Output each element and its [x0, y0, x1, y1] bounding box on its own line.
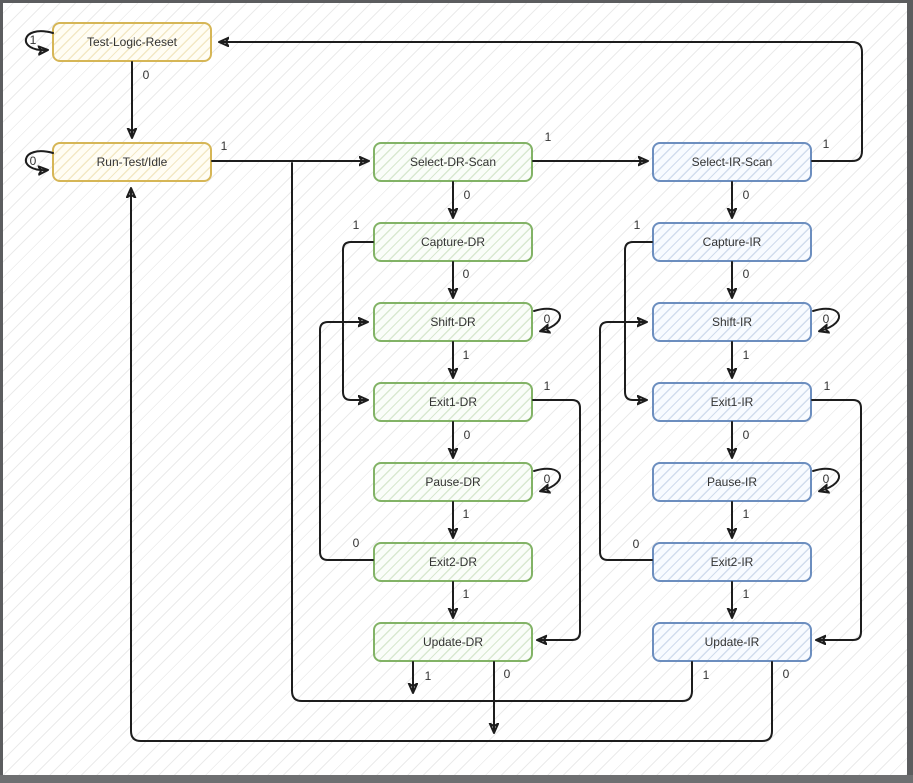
tms-label: 0 — [782, 667, 790, 681]
state-select-ir-scan[interactable]: Select-IR-Scan — [652, 142, 812, 182]
tms-label: 1 — [352, 218, 360, 232]
window-border-right — [907, 0, 913, 783]
tms-label: 1 — [742, 348, 750, 362]
window-border-left — [0, 0, 3, 783]
state-exit1-ir[interactable]: Exit1-IR — [652, 382, 812, 422]
state-label: Pause-DR — [425, 475, 481, 489]
tms-label: 0 — [463, 428, 471, 442]
state-label: Run-Test/Idle — [96, 155, 168, 169]
state-exit2-ir[interactable]: Exit2-IR — [652, 542, 812, 582]
tms-label: 1 — [543, 379, 551, 393]
edge-exit2dr-shiftdr — [319, 322, 374, 561]
tms-label: 0 — [742, 428, 750, 442]
state-label: Pause-IR — [706, 475, 758, 489]
tms-label: 1 — [633, 218, 641, 232]
state-label: Exit1-IR — [710, 395, 754, 409]
state-exit1-dr[interactable]: Exit1-DR — [373, 382, 533, 422]
tms-label: 0 — [822, 472, 830, 486]
state-label: Capture-IR — [702, 235, 762, 249]
tms-label: 0 — [463, 188, 471, 202]
edge-exit2ir-shiftir — [599, 322, 653, 561]
state-label: Exit1-DR — [428, 395, 477, 409]
state-pause-dr[interactable]: Pause-DR — [373, 462, 533, 502]
edge-capir-exit1ir — [624, 241, 653, 400]
state-label: Shift-DR — [430, 315, 476, 329]
window-border-top — [0, 0, 913, 3]
tms-label: 1 — [742, 587, 750, 601]
edge-exit1dr-updatedr — [532, 399, 581, 640]
state-label: Test-Logic-Reset — [86, 35, 178, 49]
tms-label: 1 — [822, 137, 830, 151]
tms-label: 1 — [462, 587, 470, 601]
tms-label: 0 — [543, 312, 551, 326]
tms-label: 0 — [632, 537, 640, 551]
tms-label: 1 — [544, 130, 552, 144]
tms-label: 0 — [742, 188, 750, 202]
state-capture-dr[interactable]: Capture-DR — [373, 222, 533, 262]
state-label: Shift-IR — [711, 315, 752, 329]
state-shift-ir[interactable]: Shift-IR — [652, 302, 812, 342]
tms-label: 0 — [29, 154, 37, 168]
edge-capdr-exit1dr — [342, 241, 374, 400]
state-label: Update-IR — [704, 635, 760, 649]
state-pause-ir[interactable]: Pause-IR — [652, 462, 812, 502]
tms-label: 1 — [742, 507, 750, 521]
tms-label: 0 — [142, 68, 150, 82]
state-label: Exit2-DR — [428, 555, 477, 569]
state-update-ir[interactable]: Update-IR — [652, 622, 812, 662]
state-label: Update-DR — [422, 635, 484, 649]
tms-label: 1 — [702, 668, 710, 682]
tms-label: 0 — [462, 267, 470, 281]
state-exit2-dr[interactable]: Exit2-DR — [373, 542, 533, 582]
state-shift-dr[interactable]: Shift-DR — [373, 302, 533, 342]
tms-label: 0 — [742, 267, 750, 281]
tms-label: 1 — [462, 348, 470, 362]
tms-label: 1 — [462, 507, 470, 521]
state-label: Capture-DR — [420, 235, 486, 249]
state-label: Exit2-IR — [710, 555, 754, 569]
state-label: Select-DR-Scan — [409, 155, 497, 169]
edge-exit1ir-updateir — [811, 399, 862, 640]
tms-label: 0 — [352, 536, 360, 550]
state-run-test-idle[interactable]: Run-Test/Idle — [52, 142, 212, 182]
window-border-bottom — [0, 775, 913, 783]
state-label: Select-IR-Scan — [691, 155, 773, 169]
state-update-dr[interactable]: Update-DR — [373, 622, 533, 662]
tms-label: 1 — [220, 139, 228, 153]
tms-label: 0 — [822, 312, 830, 326]
state-select-dr-scan[interactable]: Select-DR-Scan — [373, 142, 533, 182]
state-test-logic-reset[interactable]: Test-Logic-Reset — [52, 22, 212, 62]
tms-label: 0 — [503, 667, 511, 681]
tms-label: 1 — [29, 33, 37, 47]
state-capture-ir[interactable]: Capture-IR — [652, 222, 812, 262]
tms-label: 1 — [823, 379, 831, 393]
tms-label: 1 — [424, 669, 432, 683]
tms-label: 0 — [543, 472, 551, 486]
